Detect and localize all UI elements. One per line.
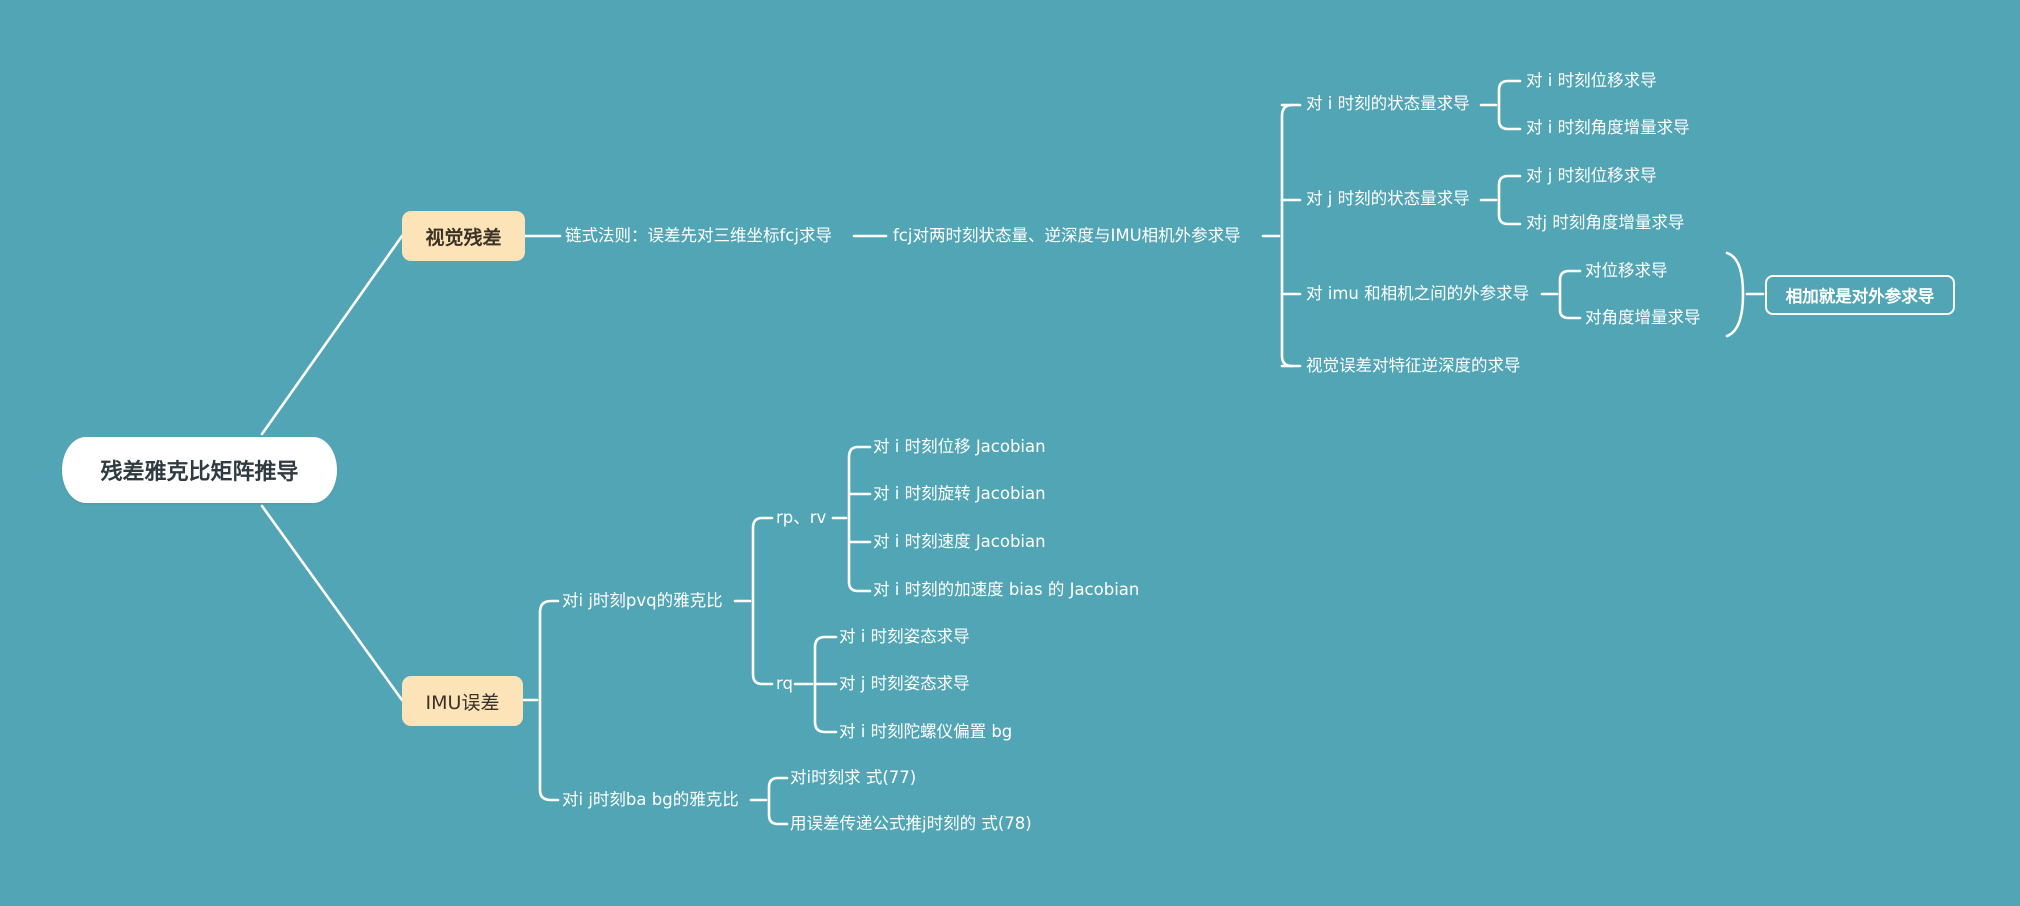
topic-i-state[interactable]: 对 i 时刻的状态量求导 [1306, 94, 1470, 113]
summary-brace [1725, 251, 1745, 338]
root-topic[interactable]: 残差雅克比矩阵推导 [62, 437, 337, 503]
topic-j-rotation[interactable]: 对j 时刻角度增量求导 [1526, 213, 1685, 232]
topic-extrinsic-position[interactable]: 对位移求导 [1585, 261, 1668, 280]
topic-imu-camera-extrinsic[interactable]: 对 imu 和相机之间的外参求导 [1306, 284, 1530, 303]
bracket-rq [813, 635, 838, 734]
summary-extrinsic[interactable]: 相加就是对外参求导 [1765, 275, 1955, 315]
topic-formula-78[interactable]: 用误差传递公式推j时刻的 式(78) [790, 814, 1032, 833]
topic-i-position[interactable]: 对 i 时刻位移求导 [1526, 71, 1657, 90]
link-root-imu [260, 504, 404, 702]
bracket-rprv [847, 445, 872, 593]
topic-rp-rv[interactable]: rp、rv [776, 508, 827, 527]
bracket-visual-branches [1280, 103, 1294, 368]
topic-formula-77[interactable]: 对i时刻求 式(77) [790, 768, 917, 787]
topic-extrinsic-rotation[interactable]: 对角度增量求导 [1585, 308, 1701, 327]
link-root-visual [260, 234, 404, 436]
topic-fcj-derivative[interactable]: fcj对两时刻状态量、逆深度与IMU相机外参求导 [893, 226, 1241, 245]
bracket-j-state [1479, 174, 1522, 226]
topic-inverse-depth[interactable]: 视觉误差对特征逆深度的求导 [1306, 356, 1521, 375]
topic-visual-residual[interactable]: 视觉残差 [402, 211, 525, 261]
topic-i-acc-bias-jacobian[interactable]: 对 i 时刻的加速度 bias 的 Jacobian [873, 580, 1140, 599]
topic-i-position-jacobian[interactable]: 对 i 时刻位移 Jacobian [873, 437, 1046, 456]
topic-i-attitude[interactable]: 对 i 时刻姿态求导 [839, 627, 970, 646]
bracket-i-state [1479, 79, 1522, 131]
topic-ba-bg-jacobian[interactable]: 对i j时刻ba bg的雅克比 [562, 790, 739, 809]
topic-i-velocity-jacobian[interactable]: 对 i 时刻速度 Jacobian [873, 532, 1046, 551]
topic-pvq-jacobian[interactable]: 对i j时刻pvq的雅克比 [562, 591, 723, 610]
topic-j-attitude[interactable]: 对 j 时刻姿态求导 [839, 674, 970, 693]
topic-j-state[interactable]: 对 j 时刻的状态量求导 [1306, 189, 1470, 208]
bracket-pvq [751, 516, 774, 686]
bracket-imu [538, 599, 560, 802]
topic-i-rotation[interactable]: 对 i 时刻角度增量求导 [1526, 118, 1690, 137]
topic-chain-rule[interactable]: 链式法则：误差先对三维坐标fcj求导 [565, 226, 832, 245]
topic-imu-residual[interactable]: IMU误差 [402, 676, 523, 726]
topic-i-rotation-jacobian[interactable]: 对 i 时刻旋转 Jacobian [873, 484, 1046, 503]
bracket-babg [767, 776, 789, 826]
bracket-extrinsic [1540, 269, 1582, 320]
topic-rq[interactable]: rq [776, 674, 793, 693]
topic-i-gyro-bias[interactable]: 对 i 时刻陀螺仪偏置 bg [839, 722, 1013, 741]
topic-j-position[interactable]: 对 j 时刻位移求导 [1526, 166, 1657, 185]
